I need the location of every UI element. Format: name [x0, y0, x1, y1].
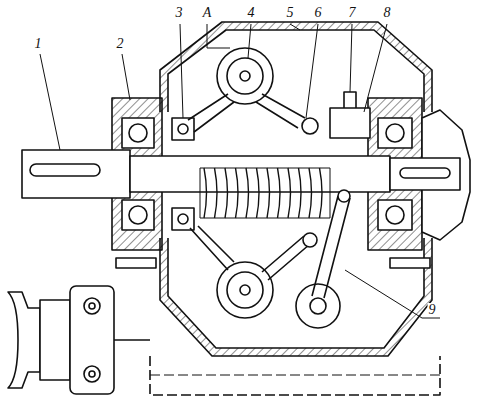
callout-number: 1 — [34, 37, 43, 51]
callout-number: 7 — [348, 6, 357, 20]
callout-number: 6 — [314, 6, 323, 20]
callout-number: 9 — [428, 303, 437, 317]
callout-number: A — [202, 6, 213, 20]
callout-number: 2 — [116, 37, 125, 51]
callout-number: 3 — [175, 6, 184, 20]
callout-number: 4 — [247, 6, 256, 20]
callout-number: 8 — [383, 6, 392, 20]
callout-number: 5 — [286, 6, 295, 20]
